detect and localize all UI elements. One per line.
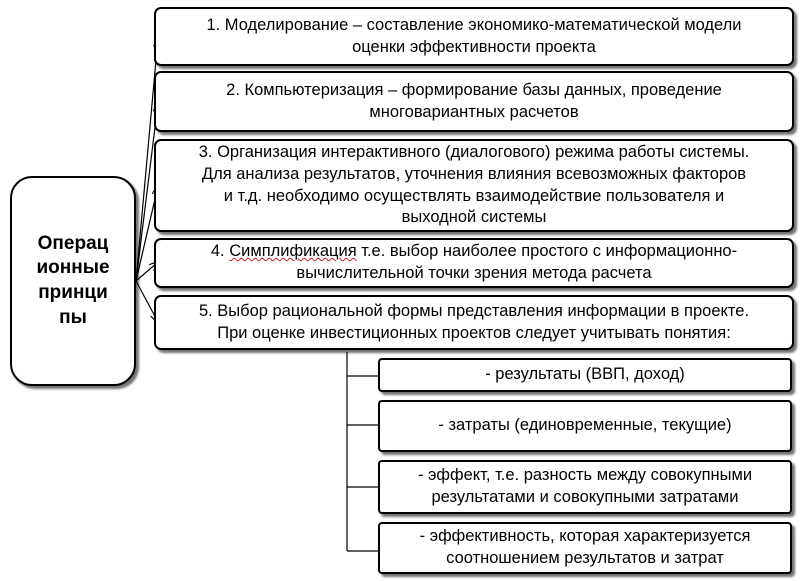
principle-box-simplification: 4. Симплификация т.е. выбор наиболее про… <box>154 238 794 288</box>
concept-box-effect: - эффект, т.е. разность между совокупным… <box>378 460 792 514</box>
root-box-operational-principles: Операц ионные принци пы <box>10 176 136 386</box>
principle-text-line: и т.д. необходимо осуществлять взаимодей… <box>223 186 725 205</box>
spellcheck-marked-word: Симплификация <box>229 242 357 261</box>
concept-box-costs: - затраты (единовременные, текущие) <box>378 400 792 452</box>
concept-text-line: результатами и совокупными затратами <box>431 488 739 506</box>
arrow-to-principle-2 <box>135 103 158 282</box>
principle-box-modeling: 1. Моделирование – составление экономико… <box>154 7 794 66</box>
principle-text-line: вычислительной точки зрения метода расче… <box>296 264 652 282</box>
principle-number: 4. <box>210 242 230 261</box>
concept-text-line: - эффективность, которая характеризуется <box>419 527 751 546</box>
concept-text-line: соотношением результатов и затрат <box>446 549 724 567</box>
principle-text-line: выходной системы <box>401 208 547 227</box>
principle-text-line: При оценке инвестиционных проектов следу… <box>217 323 731 342</box>
concept-box-results: - результаты (ВВП, доход) <box>378 358 792 392</box>
principle-text-line: 1. Моделирование – составление экономико… <box>206 15 742 34</box>
principle-text-rest: т.е. выбор наиболее простого с информаци… <box>356 242 738 261</box>
principle-box-interactive-mode: 3. Организация интерактивного (диалогово… <box>154 139 794 232</box>
principle-text-line: 2. Компьютеризация – формирование базы д… <box>226 80 722 99</box>
principle-text-line: оценки эффективности проекта <box>352 37 596 56</box>
principle-text-line: многовариантных расчетов <box>369 102 579 121</box>
principle-text-line: 3. Организация интерактивного (диалогово… <box>198 142 750 161</box>
principle-text-line: Для анализа результатов, уточнения влиян… <box>201 164 747 183</box>
concept-text-line: - результаты (ВВП, доход) <box>485 365 685 384</box>
principle-text-line: 4. Симплификация т.е. выбор наиболее про… <box>211 241 737 263</box>
concept-text-line: - затраты (единовременные, текущие) <box>438 416 732 435</box>
root-label-line: пы <box>59 306 87 328</box>
principle-text-line: 5. Выбор рациональной формы представлени… <box>198 301 750 320</box>
principle-box-computerization: 2. Компьютеризация – формирование базы д… <box>154 71 794 132</box>
principle-box-information-form: 5. Выбор рациональной формы представлени… <box>154 295 794 350</box>
root-label-line: принци <box>38 282 108 303</box>
root-label-line: Операц <box>37 232 109 254</box>
concept-text-line: - эффект, т.е. разность между совокупным… <box>417 466 753 485</box>
concept-box-efficiency: - эффективность, которая характеризуется… <box>378 522 792 574</box>
root-label-line: ионные <box>36 257 110 279</box>
